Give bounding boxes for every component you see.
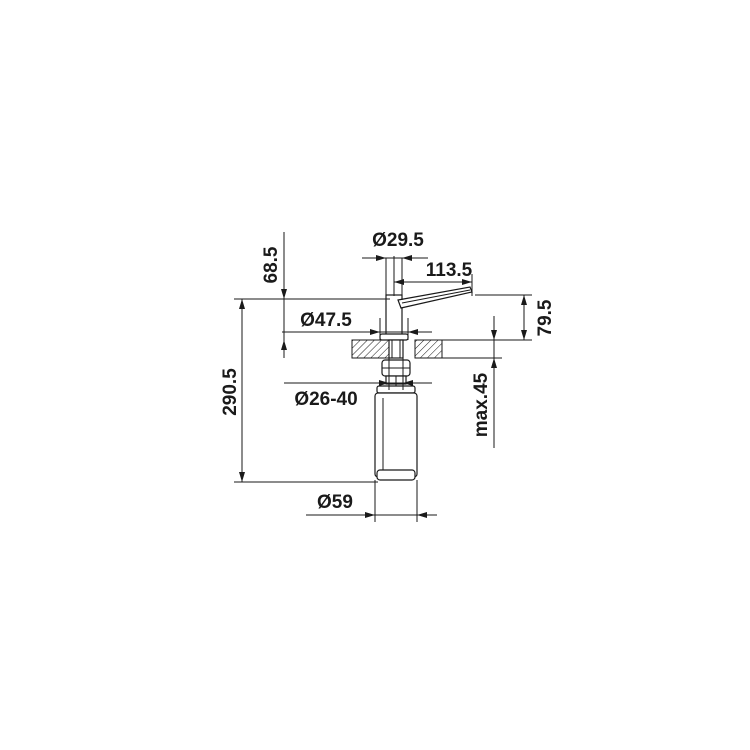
dim-total-height-label: 290.5 <box>220 368 241 416</box>
dim-max-thickness: max.45 <box>442 316 502 448</box>
dim-reach-label: 113.5 <box>426 260 473 281</box>
dim-hole-range-label: Ø26-40 <box>294 389 357 410</box>
dim-head-height: 68.5 <box>261 232 287 358</box>
worktop-section <box>351 339 443 359</box>
dim-spout-height-label: 79.5 <box>535 299 556 336</box>
dim-total-height: 290.5 <box>220 298 390 483</box>
dim-hole-range: Ø26-40 <box>284 358 432 410</box>
dim-flange-diameter-label: Ø47.5 <box>300 310 352 331</box>
dim-spout-diameter-label: Ø29.5 <box>372 230 424 251</box>
dim-max-thickness-label: max.45 <box>471 372 492 437</box>
dim-spout-diameter: Ø29.5 <box>362 230 428 300</box>
dim-bottle-diameter: Ø59 <box>306 480 437 522</box>
soap-bottle <box>374 385 418 481</box>
dim-reach: 113.5 <box>394 260 473 296</box>
dim-flange-diameter: Ø47.5 <box>282 310 432 340</box>
dim-bottle-diameter-label: Ø59 <box>317 492 353 513</box>
dim-spout-height: 79.5 <box>442 294 556 341</box>
dim-head-height-label: 68.5 <box>261 246 282 283</box>
dispenser-head <box>379 256 473 341</box>
